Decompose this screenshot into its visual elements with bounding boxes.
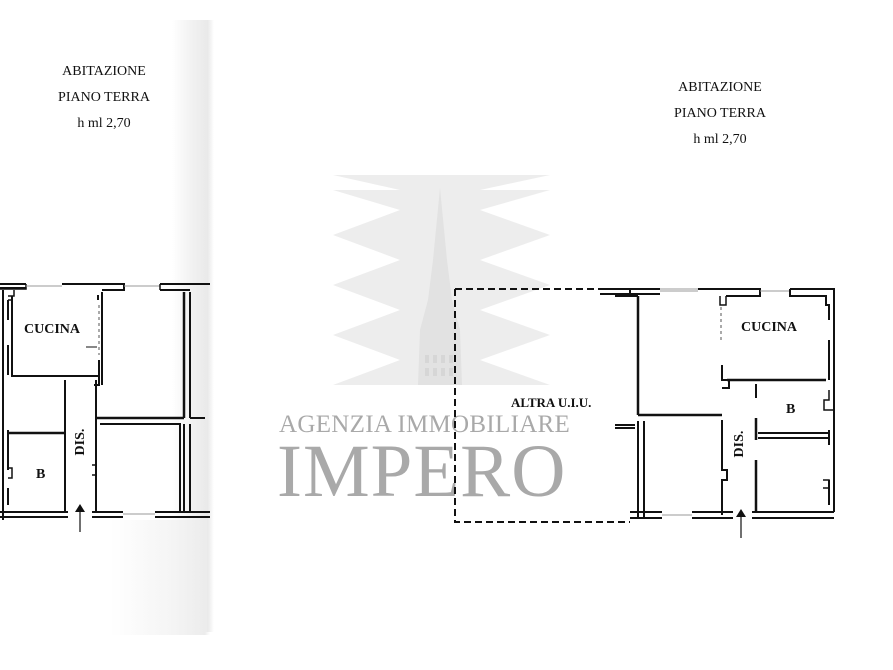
- torn-paper-edge-lower: [110, 520, 210, 635]
- right-plan-title-type: ABITAZIONE: [678, 80, 762, 95]
- right-room-label-disimpegno: DIS.: [732, 430, 747, 458]
- right-plan-title-floor: PIANO TERRA: [674, 106, 766, 121]
- left-plan-title: ABITAZIONE PIANO TERRA h ml 2,70: [44, 59, 164, 137]
- watermark-agency-name: AGENZIA IMMOBILIARE: [279, 411, 571, 438]
- left-floor-plan: [0, 283, 210, 532]
- left-plan-title-height: h ml 2,70: [77, 116, 131, 131]
- left-room-label-cucina: CUCINA: [24, 322, 80, 337]
- right-room-label-bagno: B: [786, 402, 796, 417]
- left-plan-title-type: ABITAZIONE: [62, 64, 146, 79]
- left-plan-title-floor: PIANO TERRA: [58, 90, 150, 105]
- right-floor-plan: [454, 288, 835, 538]
- left-room-label-disimpegno: DIS.: [73, 428, 88, 456]
- right-room-label-altra-uiu: ALTRA U.I.U.: [511, 395, 592, 410]
- right-room-label-cucina: CUCINA: [741, 320, 797, 335]
- right-plan-title: ABITAZIONE PIANO TERRA h ml 2,70: [660, 75, 780, 153]
- watermark-brand-name: IMPERO: [277, 430, 567, 513]
- left-room-label-bagno: B: [36, 467, 46, 482]
- right-plan-title-height: h ml 2,70: [693, 132, 747, 147]
